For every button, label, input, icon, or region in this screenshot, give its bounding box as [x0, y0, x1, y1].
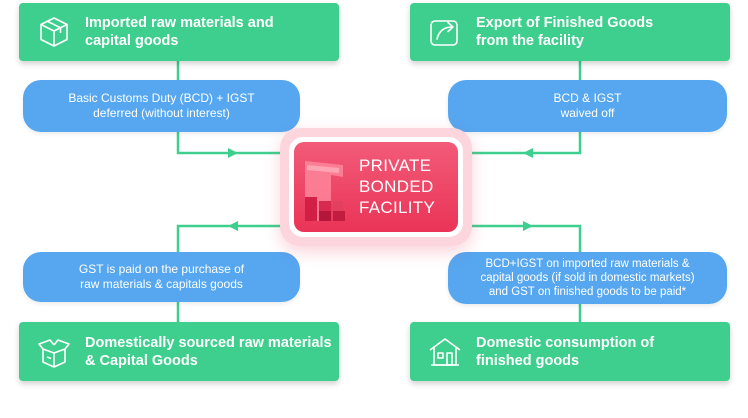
box-icon	[37, 15, 71, 49]
arrow-top-left	[228, 148, 238, 158]
arrow-top-right	[523, 148, 533, 158]
private-bonded-facility: PRIVATE BONDED FACILITY	[280, 128, 472, 246]
domestic-duty-note: BCD+IGST on imported raw materials & cap…	[448, 252, 727, 304]
imported-materials-box: Imported raw materials and capital goods	[19, 3, 339, 61]
open-box-icon	[37, 335, 71, 369]
duty-waived-note: BCD & IGST waived off	[448, 80, 727, 132]
export-arrow-icon	[428, 15, 462, 49]
gst-paid-note: GST is paid on the purchase of raw mater…	[23, 252, 300, 302]
domestic-consumption-label: Domestic consumption of finished goods	[476, 334, 655, 369]
export-finished-goods-label: Export of Finished Goods from the facili…	[476, 15, 654, 49]
facility-title: PRIVATE BONDED FACILITY	[359, 156, 436, 217]
domestic-consumption-box: Domestic consumption of finished goods	[410, 322, 730, 381]
customs-duty-note: Basic Customs Duty (BCD) + IGST deferred…	[23, 80, 300, 132]
facility-logo-icon	[305, 161, 345, 221]
domestic-materials-label: Domestically sourced raw materials & Cap…	[85, 334, 332, 369]
imported-materials-label: Imported raw materials and capital goods	[85, 15, 274, 49]
arrow-bottom-left	[228, 221, 238, 231]
domestic-materials-box: Domestically sourced raw materials & Cap…	[19, 322, 339, 381]
export-finished-goods-box: Export of Finished Goods from the facili…	[410, 3, 730, 61]
arrow-bottom-right	[523, 221, 533, 231]
house-icon	[428, 335, 462, 369]
